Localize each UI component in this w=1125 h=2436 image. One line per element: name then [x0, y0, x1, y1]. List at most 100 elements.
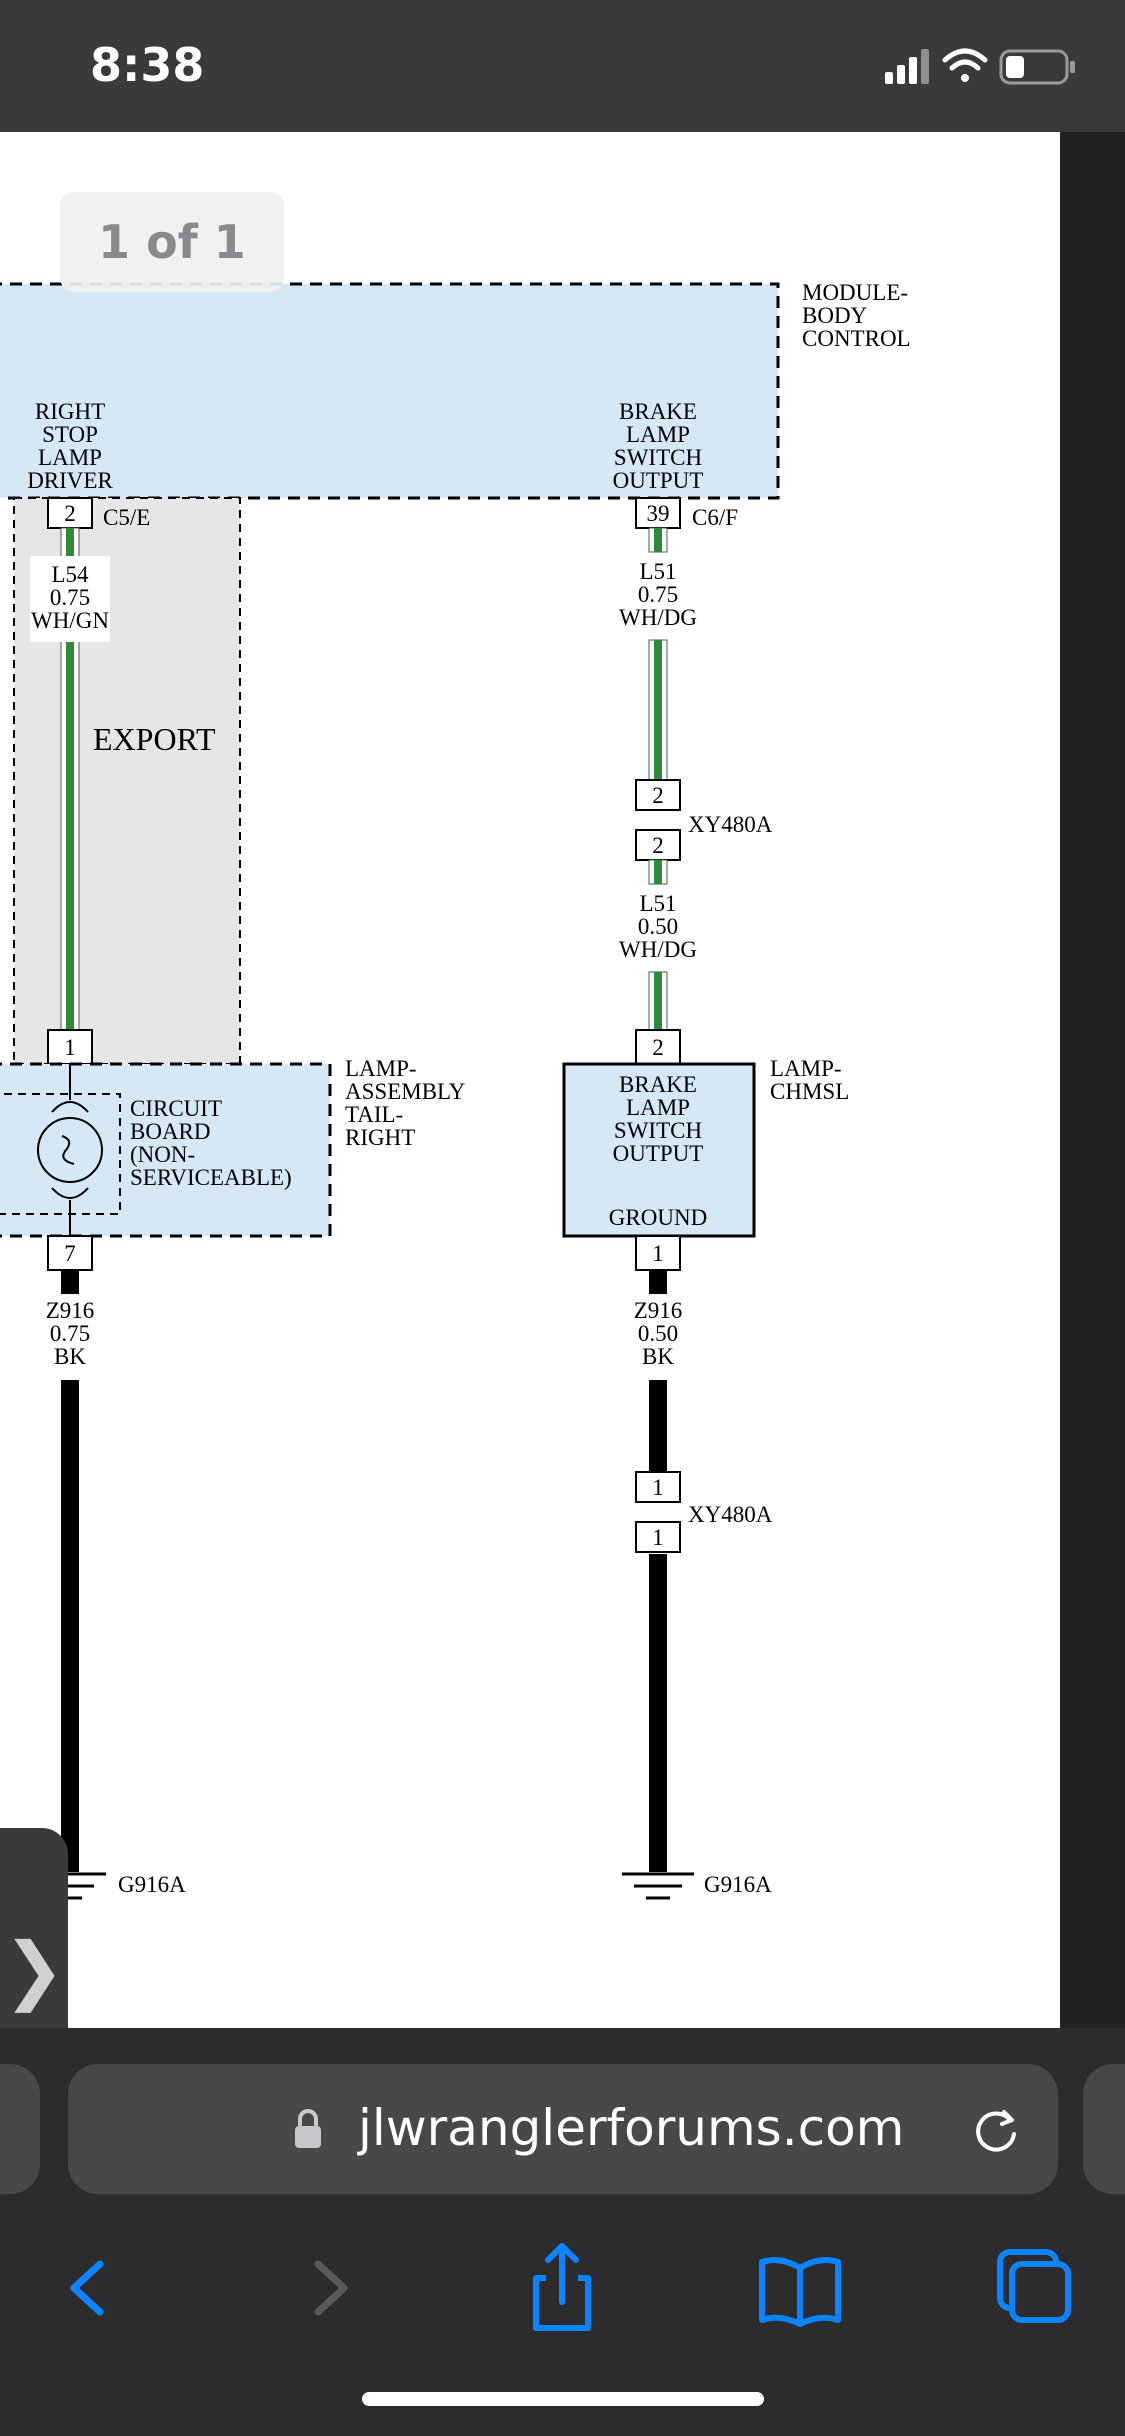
right-wire-upper-circuit: L51 [639, 559, 676, 584]
tail-lamp-pin-in: 1 [64, 1035, 76, 1060]
left-connector-name: C5/E [103, 505, 150, 530]
ground-inline-connector-bottom-box [635, 1521, 681, 1553]
left-wire-color: WH/GN [31, 608, 109, 633]
status-bar: 8:38 [0, 0, 1125, 132]
tail-lamp-name-3: TAIL- [345, 1102, 403, 1127]
left-ground-wire-gauge: 0.75 [50, 1321, 90, 1346]
document-page: MODULE- BODY CONTROL RIGHT STOP LAMP DRI… [0, 132, 1060, 2028]
ground-inline-connector-name: XY480A [688, 1502, 773, 1527]
left-wire-gauge: 0.75 [50, 585, 90, 610]
status-time: 8:38 [90, 38, 205, 92]
tail-lamp-box [0, 1062, 332, 1238]
right-ground-name: G916A [704, 1872, 772, 1897]
circuit-board-label-1: CIRCUIT [130, 1096, 222, 1121]
home-indicator[interactable] [362, 2392, 764, 2406]
tail-lamp-pin-out: 7 [64, 1241, 76, 1266]
forward-icon[interactable] [270, 2228, 390, 2348]
ground-inline-connector-top-box [635, 1471, 681, 1503]
address-bar[interactable]: jlwranglerforums.com [68, 2064, 1058, 2194]
bookmarks-icon[interactable] [740, 2228, 860, 2348]
circuit-board-inner-box [0, 1093, 121, 1215]
chmsl-box-label-4: OUTPUT [613, 1141, 704, 1166]
document-viewer[interactable]: MODULE- BODY CONTROL RIGHT STOP LAMP DRI… [0, 132, 1125, 2028]
tail-lamp-pin-in-box [47, 1029, 93, 1065]
previous-tab-stub[interactable] [0, 2064, 40, 2194]
right-wire-upper [648, 527, 668, 781]
chmsl-name-1: LAMP- [770, 1056, 842, 1081]
tail-lamp-name-1: LAMP- [345, 1056, 417, 1081]
right-ground-wire-circuit: Z916 [634, 1298, 683, 1323]
module-label-2: BODY [802, 303, 868, 328]
inline-connector-top-box [635, 779, 681, 811]
module-label-3: CONTROL [802, 326, 911, 351]
left-ground-wire [61, 1270, 79, 1872]
browser-toolbar: jlwranglerforums.com [0, 2028, 1125, 2436]
left-ground-name: G916A [118, 1872, 186, 1897]
left-ground-wire-circuit: Z916 [46, 1298, 95, 1323]
lock-icon [295, 2109, 321, 2148]
chmsl-box-label-1: BRAKE [619, 1072, 697, 1097]
wifi-icon [942, 48, 988, 82]
chmsl-box-label-3: SWITCH [614, 1118, 702, 1143]
wiring-diagram: MODULE- BODY CONTROL RIGHT STOP LAMP DRI… [0, 280, 911, 1900]
inline-connector-bottom-pin: 2 [652, 833, 664, 858]
chmsl-pin-in: 2 [652, 1035, 664, 1060]
circuit-board-label-4: SERVICEABLE) [130, 1165, 292, 1190]
right-wire-lower-gauge: 0.50 [638, 914, 678, 939]
lamp-bulb-icon [37, 1064, 103, 1236]
right-connector-pin: 39 [647, 501, 670, 526]
chmsl-box [562, 1062, 756, 1238]
right-ground-symbol-icon [622, 1872, 694, 1900]
chmsl-box-ground-label: GROUND [609, 1205, 707, 1230]
ground-inline-connector-bottom-pin: 1 [652, 1525, 664, 1550]
module-label-1: MODULE- [802, 280, 908, 305]
document-margin [1060, 132, 1125, 2028]
left-pin-label-2: STOP [42, 422, 98, 447]
module-box [0, 282, 780, 500]
chmsl-pin-out: 1 [652, 1241, 664, 1266]
tail-lamp-name-2: ASSEMBLY [345, 1079, 466, 1104]
right-ground-wire-gauge: 0.50 [638, 1321, 678, 1346]
circuit-board-label-3: (NON- [130, 1142, 195, 1167]
page-indicator: 1 of 1 [60, 192, 284, 292]
left-pin-label-1: RIGHT [35, 399, 105, 424]
left-ground-wire-color: BK [54, 1344, 86, 1369]
left-wire-circuit: L54 [51, 562, 89, 587]
left-connector-pin: 2 [64, 501, 76, 526]
signal-icon [885, 49, 929, 84]
inline-connector-name: XY480A [688, 812, 773, 837]
chmsl-pin-out-box [635, 1235, 681, 1271]
right-wire-upper-color: WH/DG [619, 605, 697, 630]
battery-icon [999, 49, 1075, 85]
chmsl-name-2: CHMSL [770, 1079, 849, 1104]
right-pin-label-4: OUTPUT [613, 468, 704, 493]
right-wire-upper-gauge: 0.75 [638, 582, 678, 607]
url-text: jlwranglerforums.com [358, 2099, 905, 2157]
status-icons [885, 46, 1085, 91]
inline-connector-top-pin: 2 [652, 783, 664, 808]
right-pin-label-2: LAMP [626, 422, 690, 447]
left-pin-label-3: LAMP [38, 445, 102, 470]
right-pin-label-3: SWITCH [614, 445, 702, 470]
chmsl-box-label-2: LAMP [626, 1095, 690, 1120]
next-tab-stub[interactable] [1083, 2064, 1125, 2194]
export-label: EXPORT [93, 721, 216, 757]
right-ground-wire [649, 1270, 667, 1872]
reload-icon[interactable] [966, 2098, 1026, 2158]
right-wire-lower-color: WH/DG [619, 937, 697, 962]
ground-inline-connector-top-pin: 1 [652, 1475, 664, 1500]
tabs-icon[interactable] [972, 2228, 1092, 2348]
right-wire-lower-circuit: L51 [639, 891, 676, 916]
right-connector-name: C6/F [692, 505, 738, 530]
circuit-board-label-2: BOARD [130, 1119, 211, 1144]
left-wire-label-bg [30, 556, 110, 642]
chevron-right-icon: ❯ [2, 1927, 65, 2013]
left-pin-label-4: DRIVER [27, 468, 113, 493]
inline-connector-bottom-box [635, 829, 681, 861]
tail-lamp-pin-out-box [47, 1235, 93, 1271]
back-icon[interactable] [28, 2228, 148, 2348]
share-icon[interactable] [502, 2228, 622, 2348]
tail-lamp-name-4: RIGHT [345, 1125, 415, 1150]
left-connector-pin-box [47, 497, 93, 529]
nav-row [0, 2228, 1125, 2348]
